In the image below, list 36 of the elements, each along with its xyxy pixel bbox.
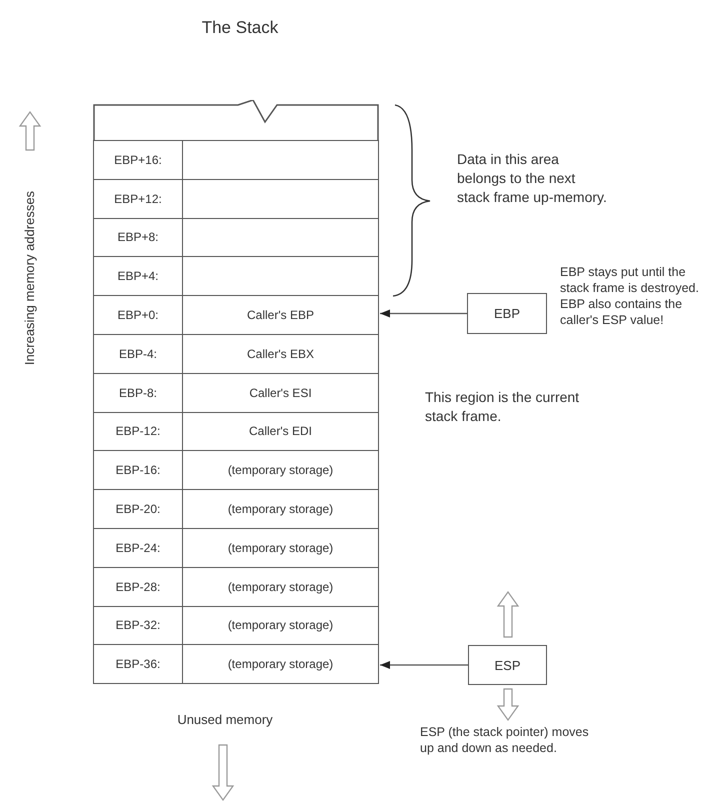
stack-row <box>93 218 379 258</box>
stack-row <box>93 606 379 646</box>
stack-row <box>93 256 379 296</box>
note-text: EBP stays put until the stack frame is destroyed. EBP also contains the caller's ESP value! <box>560 264 700 328</box>
note-text: Data in this area belongs to the next stack frame up-memory. <box>457 150 607 207</box>
stack-row <box>93 412 379 452</box>
stack-row <box>93 372 379 413</box>
cell-text: Caller's ESI <box>248 384 313 402</box>
stack-row <box>93 566 379 607</box>
diagram-title: The Stack <box>200 18 280 38</box>
register-box: EBP <box>467 293 547 334</box>
stack-row <box>93 450 379 490</box>
cell-text: Caller's EBP <box>246 307 315 324</box>
cell-text: (temporary storage) <box>226 656 334 674</box>
cell-text: (temporary storage) <box>226 617 334 634</box>
address-label: EBP-36: <box>94 645 183 684</box>
cell-text: (temporary storage) <box>226 540 334 557</box>
stack-row <box>93 334 379 374</box>
stack-row <box>93 528 379 568</box>
arrow <box>380 310 467 318</box>
arrow <box>380 661 468 669</box>
cell-text: (temporary storage) <box>226 462 334 480</box>
cell-text: Caller's EDI <box>248 423 313 440</box>
note-text: ESP (the stack pointer) moves up and down as needed. <box>420 724 590 756</box>
register-box: ESP <box>468 645 547 685</box>
cell-text: (temporary storage) <box>226 578 334 596</box>
axis-label: Increasing memory addresses <box>22 190 38 368</box>
stack-row <box>93 178 379 219</box>
stack-row <box>93 644 379 684</box>
stack-row <box>93 140 379 180</box>
note-text: Unused memory <box>176 712 274 728</box>
cell-text: Caller's EBX <box>246 346 315 363</box>
stack-row <box>93 489 379 529</box>
note-text: This region is the current stack frame. <box>425 388 580 426</box>
stack-row <box>93 295 379 335</box>
cell-text: (temporary storage) <box>226 501 334 518</box>
